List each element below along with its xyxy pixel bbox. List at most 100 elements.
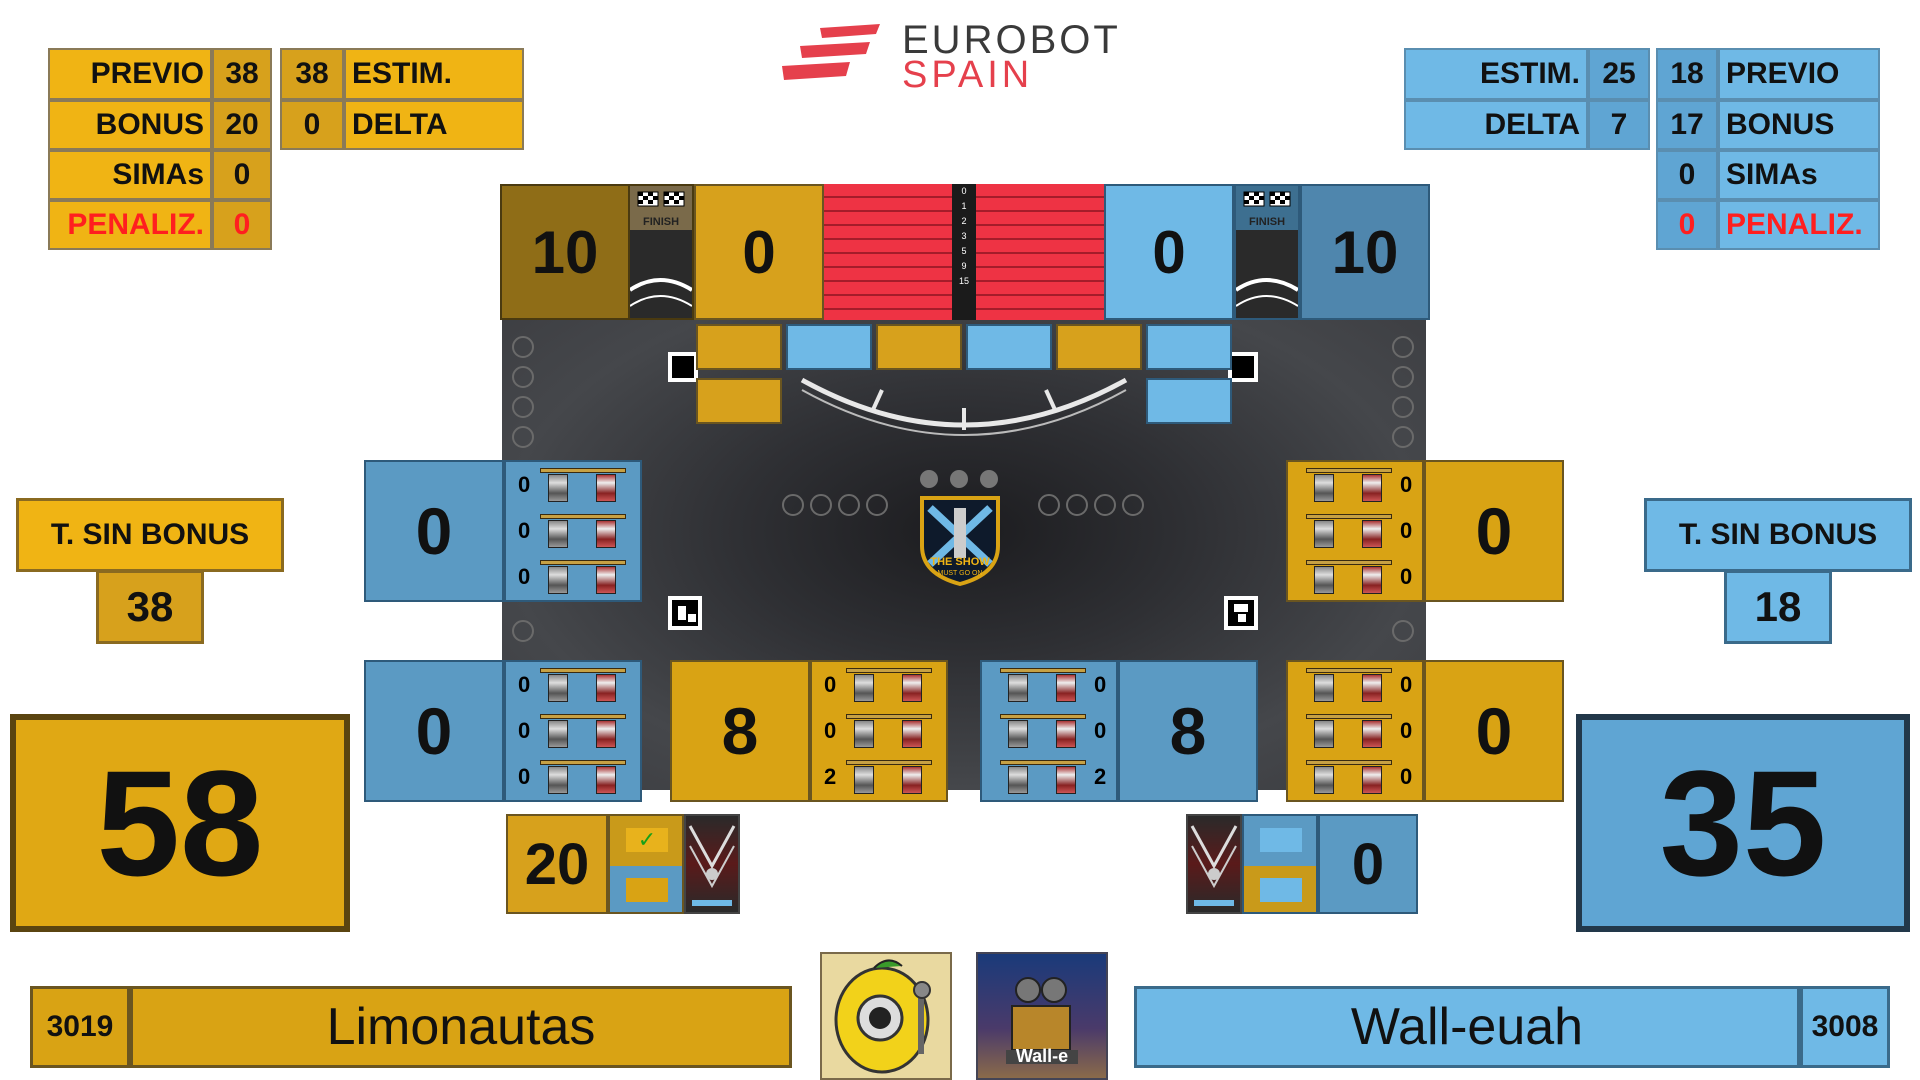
shelf-count: 0 [1400,764,1413,789]
right-team-avatar: Wall-e [976,952,1108,1080]
track-curve-icon [1234,278,1300,307]
shelf-count: 0 [824,718,837,743]
left-penaliz-value: 0 [212,200,272,250]
right-delta-label: DELTA [1404,100,1588,150]
left-total-score: 58 [10,714,350,932]
right-lower-box: 0 [1424,660,1564,802]
eurobot-logo: EUROBOT SPAIN [780,18,1160,96]
left-pami-value: 20 [506,814,608,914]
aruco-marker-icon [1224,596,1258,630]
zone-chip-blue [966,324,1052,370]
shelf-count: 0 [518,564,531,589]
right-team-name: Wall-euah [1134,986,1800,1068]
aruco-marker-icon [668,352,698,382]
shelf-count: 0 [518,764,531,789]
left-team-name: Limonautas [130,986,792,1068]
left-finish-text: FINISH [642,216,680,228]
right-sin-bonus-label: T. SIN BONUS [1644,498,1912,572]
aruco-marker-icon [668,596,702,630]
left-previo-value: 38 [212,48,272,100]
shelf-count: 2 [1094,764,1107,789]
left-simas-label: SIMAs [48,150,212,200]
check-icon: ✓ [637,827,657,852]
ruler-tick: 1 [961,201,967,211]
empty-badge [626,878,668,902]
field-markings [800,377,1128,436]
ruler-tick: 9 [961,261,967,271]
left-simas-value: 0 [212,150,272,200]
ruler-tick: 3 [961,231,967,241]
right-finish-score: 10 [1300,184,1430,320]
right-upper-shelves: 0 0 0 [1286,460,1424,602]
right-show-card-icon [1186,814,1242,914]
zone-chip-yellow [1056,324,1142,370]
right-avatar-text: Wall-e [1015,1046,1069,1066]
left-bonus-value: 20 [212,100,272,150]
right-total-score: 35 [1576,714,1910,932]
check-badge: ✓ [626,827,668,852]
left-upper-shelves: 0 0 0 [504,460,642,602]
show-title: THE SHOW [930,556,990,568]
right-simas-label: SIMAs [1718,150,1880,200]
right-delta-value: 7 [1588,100,1650,150]
zone-chip-blue [786,324,872,370]
left-pami-status: ✓ [608,814,684,914]
left-estim-value: 38 [280,48,344,100]
shelf-count: 0 [1400,718,1413,743]
ruler-tick: 15 [958,276,969,286]
track-curve-icon [628,278,694,307]
shelf-count: 0 [824,672,837,697]
left-previo-label: PREVIO [48,48,212,100]
aruco-marker-icon [1228,352,1258,382]
brand-line2: SPAIN [902,54,1034,96]
left-red-stripes [824,184,952,320]
checkered-flag-icon [637,191,685,207]
right-estim-label: ESTIM. [1404,48,1588,100]
show-emblem: THE SHOW MUST GO ON [910,470,1010,610]
left-upper-box: 0 [364,460,504,602]
right-estim-value: 25 [1588,48,1650,100]
right-team-number: 3008 [1800,986,1890,1068]
ruler-tick: 5 [961,246,967,256]
left-bonus-label: BONUS [48,100,212,150]
show-subtitle: MUST GO ON [937,570,983,577]
zone-chip-yellow [876,324,962,370]
empty-badge [1260,878,1302,902]
right-simas-value: 0 [1656,150,1718,200]
shelf-count: 0 [518,518,531,543]
left-lower-box: 0 [364,660,504,802]
right-sin-bonus-value: 18 [1724,570,1832,644]
left-sin-bonus-value: 38 [96,570,204,644]
brand-line1: EUROBOT [902,18,1121,62]
left-delta-value: 0 [280,100,344,150]
right-pami-value: 0 [1318,814,1418,914]
left-finish-score: 10 [500,184,630,320]
zone-chip-yellow [696,378,782,424]
shelf-count: 0 [1094,718,1107,743]
right-upper-box: 0 [1424,460,1564,602]
left-top-score: 0 [694,184,824,320]
mid-right-lower-box: 8 [1118,660,1258,802]
right-pami-status [1242,814,1318,914]
right-finish-text: FINISH [1248,216,1286,228]
shelf-count: 0 [1400,672,1413,697]
left-delta-label: DELTA [344,100,524,150]
shelf-count: 0 [518,672,531,697]
left-show-card-icon [684,814,740,914]
right-lower-shelves: 0 0 0 [1286,660,1424,802]
wall-e-robot-icon [1006,977,1078,1064]
empty-badge [1260,828,1302,852]
right-top-score: 0 [1104,184,1234,320]
shield-icon [920,496,1000,586]
right-finish-panel: FINISH [1234,184,1300,320]
mid-left-lower-shelves: 0 0 2 [810,660,948,802]
zone-chip-blue [1146,378,1232,424]
shelf-count: 0 [1400,472,1413,497]
left-penaliz-label: PENALIZ. [48,200,212,250]
shelf-count: 0 [518,472,531,497]
ruler-tick: 0 [961,186,967,196]
mid-right-lower-shelves: 0 0 2 [980,660,1118,802]
lemon-robot-icon [834,959,931,1074]
left-team-number: 3019 [30,986,130,1068]
zone-chip-blue [1146,324,1232,370]
